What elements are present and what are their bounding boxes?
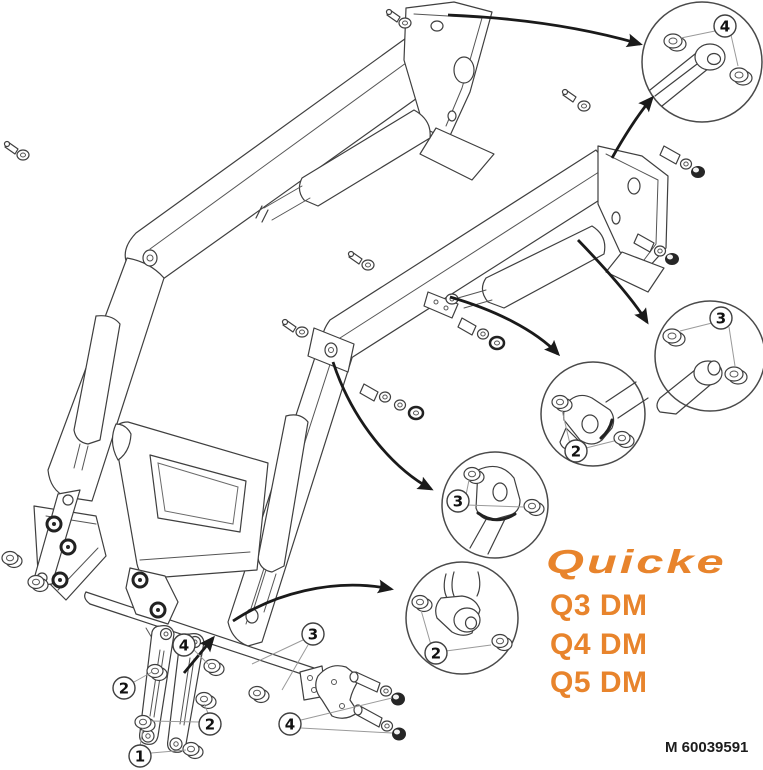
left-bucket-cylinder xyxy=(73,315,121,471)
callout-3-barrel-eye: 3 xyxy=(709,306,733,330)
detail-view-barrel-eye xyxy=(654,300,763,415)
bushing xyxy=(729,67,753,86)
pin-washer-cap xyxy=(457,317,506,351)
model-label-q5dm: Q5 DM xyxy=(550,666,648,699)
arrow-to-link-hub xyxy=(232,579,394,623)
brand-logo: Quicke xyxy=(546,543,727,580)
left-tower-bracket xyxy=(403,1,495,181)
document-number: M 60039591 xyxy=(665,739,749,756)
screw-washer xyxy=(281,318,309,338)
bushing xyxy=(724,366,748,385)
implement-carrier xyxy=(111,421,269,579)
callout-1-pin-lower: 1 xyxy=(128,744,152,768)
detail-view-top-pivot xyxy=(641,1,763,123)
arrow-to-rod-eye xyxy=(331,361,434,491)
bushing xyxy=(146,663,168,682)
callout-leader-lines xyxy=(133,639,393,754)
callout-number: 4 xyxy=(179,637,189,655)
callout-number: 3 xyxy=(453,493,463,511)
callout-number: 3 xyxy=(716,310,726,328)
callout-number: 2 xyxy=(571,443,581,461)
bushing xyxy=(523,498,545,517)
callout-number: 4 xyxy=(285,716,295,734)
callout-number: 4 xyxy=(720,18,730,36)
bushing xyxy=(491,633,513,652)
bushing xyxy=(463,466,485,485)
right-bucket-cylinder xyxy=(245,414,309,624)
screw-washer xyxy=(561,88,591,112)
callout-number: 2 xyxy=(431,645,441,663)
bushing xyxy=(551,394,573,413)
left-link-assembly xyxy=(31,489,107,601)
bushing xyxy=(1,550,23,569)
pin-washer-cap xyxy=(633,233,679,265)
pin-washer-cap xyxy=(659,145,705,178)
bushing xyxy=(182,741,204,760)
arrow-to-barrel-eye xyxy=(576,239,649,325)
detail-view-rod-clevis xyxy=(540,361,649,467)
callout-number: 3 xyxy=(308,626,318,644)
bolt-washer-nut xyxy=(349,671,405,706)
arrow-to-rod-clevis xyxy=(449,295,561,357)
callout-number: 1 xyxy=(135,748,145,766)
screw-washer xyxy=(3,140,30,161)
callout-4-link-upper: 4 xyxy=(172,633,196,657)
model-label-q3dm: Q3 DM xyxy=(550,589,648,622)
detail-views xyxy=(405,1,763,675)
bushing xyxy=(203,658,225,677)
callout-2-link-hub: 2 xyxy=(424,641,448,665)
right-boom-arm xyxy=(227,149,613,647)
model-label-q4dm: Q4 DM xyxy=(550,628,648,661)
right-lift-cylinder xyxy=(445,225,606,309)
exploded-fasteners xyxy=(3,8,705,421)
reference-arrows xyxy=(182,13,654,674)
callout-number: 2 xyxy=(205,716,215,734)
bushing xyxy=(411,594,433,613)
callout-4-bolt-set: 4 xyxy=(278,712,302,736)
roller xyxy=(45,515,77,589)
bushing xyxy=(195,691,217,710)
arrow-cluster-up xyxy=(182,635,215,674)
left-lift-cylinder xyxy=(255,109,431,223)
detail-view-link-hub xyxy=(405,561,519,675)
loader-line-drawing xyxy=(1,1,705,760)
pin-washer-set xyxy=(359,383,425,421)
arrow-to-top-pivot xyxy=(447,13,643,48)
bushing xyxy=(662,328,686,347)
detail-view-rod-eye xyxy=(441,451,549,559)
right-tower-bracket xyxy=(597,145,669,293)
screw-washer xyxy=(385,8,412,29)
bolt-washer-nut xyxy=(353,704,406,741)
bushing xyxy=(27,574,49,593)
bushing xyxy=(248,685,270,704)
arrow-tower-to-top-pivot xyxy=(610,95,654,159)
callout-2-bushing-left: 2 xyxy=(112,676,136,700)
callout-3-tube-bracket: 3 xyxy=(301,622,325,646)
callout-2-bushing-mid: 2 xyxy=(198,712,222,736)
bushing xyxy=(613,430,635,449)
loose-bushings xyxy=(1,550,270,760)
callout-4-top-pivot: 4 xyxy=(713,14,737,38)
callout-2-rod-clevis: 2 xyxy=(564,439,588,463)
callout-3-rod-eye: 3 xyxy=(446,489,470,513)
callout-balloons: 4 3 2 3 2 2 4 2 xyxy=(112,14,737,768)
tube-clamp-bracket xyxy=(299,665,406,741)
bushing xyxy=(663,33,687,52)
callout-number: 2 xyxy=(119,680,129,698)
screw-washer xyxy=(347,250,375,271)
left-boom-arm xyxy=(47,27,449,502)
roller-bracket xyxy=(125,567,179,639)
